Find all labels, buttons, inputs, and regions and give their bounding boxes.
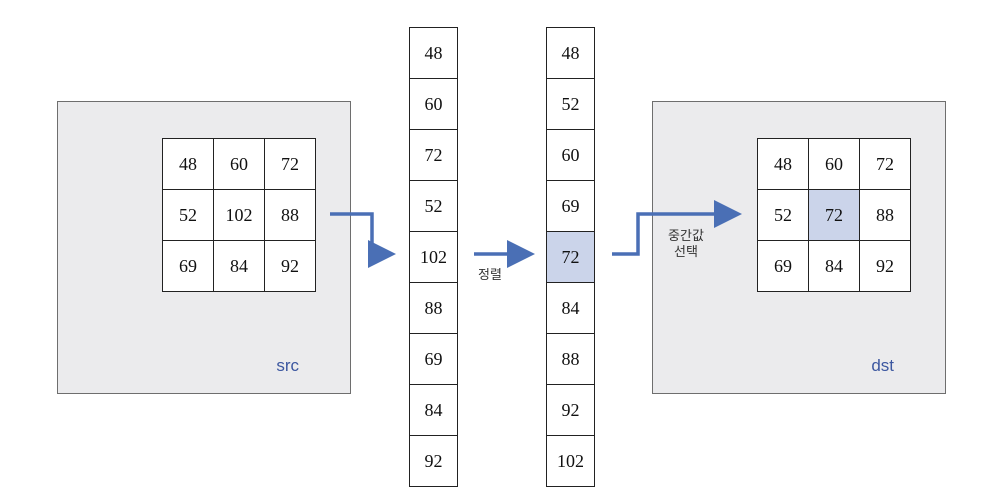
src-cell: 92 bbox=[265, 241, 316, 292]
median-label-line1: 중간값 bbox=[668, 229, 704, 244]
src-panel: 48 60 72 52 102 88 69 84 92 src bbox=[57, 101, 351, 394]
dst-cell: 69 bbox=[758, 241, 809, 292]
dst-cell: 84 bbox=[809, 241, 860, 292]
sorted-cell: 48 bbox=[547, 28, 595, 79]
median-label-line2: 선택 bbox=[674, 245, 698, 260]
unsorted-cell: 48 bbox=[410, 28, 458, 79]
sorted-cell: 92 bbox=[547, 385, 595, 436]
dst-cell: 60 bbox=[809, 139, 860, 190]
sorted-column: 48 52 60 69 72 84 88 92 102 bbox=[546, 27, 595, 487]
unsorted-cell: 84 bbox=[410, 385, 458, 436]
src-cell: 52 bbox=[163, 190, 214, 241]
unsorted-cell: 60 bbox=[410, 79, 458, 130]
sort-label: 정렬 bbox=[478, 268, 502, 283]
sorted-cell: 84 bbox=[547, 283, 595, 334]
dst-grid: 48 60 72 52 72 88 69 84 92 bbox=[757, 138, 911, 292]
unsorted-cell: 92 bbox=[410, 436, 458, 487]
dst-cell: 72 bbox=[860, 139, 911, 190]
unsorted-cell: 69 bbox=[410, 334, 458, 385]
unsorted-cell: 88 bbox=[410, 283, 458, 334]
dst-cell-median: 72 bbox=[809, 190, 860, 241]
src-cell: 72 bbox=[265, 139, 316, 190]
dst-label: dst bbox=[871, 356, 894, 375]
sorted-cell: 69 bbox=[547, 181, 595, 232]
src-cell: 84 bbox=[214, 241, 265, 292]
src-cell: 48 bbox=[163, 139, 214, 190]
unsorted-column: 48 60 72 52 102 88 69 84 92 bbox=[409, 27, 458, 487]
sorted-cell: 88 bbox=[547, 334, 595, 385]
src-label: src bbox=[276, 356, 299, 375]
unsorted-cell: 52 bbox=[410, 181, 458, 232]
median-select-arrow bbox=[612, 200, 742, 256]
unsorted-cell: 102 bbox=[410, 232, 458, 283]
dst-cell: 52 bbox=[758, 190, 809, 241]
src-grid: 48 60 72 52 102 88 69 84 92 bbox=[162, 138, 316, 292]
sorted-cell: 52 bbox=[547, 79, 595, 130]
median-select-label: 중간값 선택 bbox=[664, 229, 708, 261]
dst-cell: 88 bbox=[860, 190, 911, 241]
src-to-column-arrow bbox=[330, 212, 396, 268]
src-cell: 60 bbox=[214, 139, 265, 190]
src-cell: 102 bbox=[214, 190, 265, 241]
sorted-cell: 102 bbox=[547, 436, 595, 487]
dst-cell: 92 bbox=[860, 241, 911, 292]
dst-cell: 48 bbox=[758, 139, 809, 190]
src-cell: 69 bbox=[163, 241, 214, 292]
sorted-cell-median: 72 bbox=[547, 232, 595, 283]
src-cell: 88 bbox=[265, 190, 316, 241]
sorted-cell: 60 bbox=[547, 130, 595, 181]
dst-panel: 48 60 72 52 72 88 69 84 92 dst bbox=[652, 101, 946, 394]
unsorted-cell: 72 bbox=[410, 130, 458, 181]
